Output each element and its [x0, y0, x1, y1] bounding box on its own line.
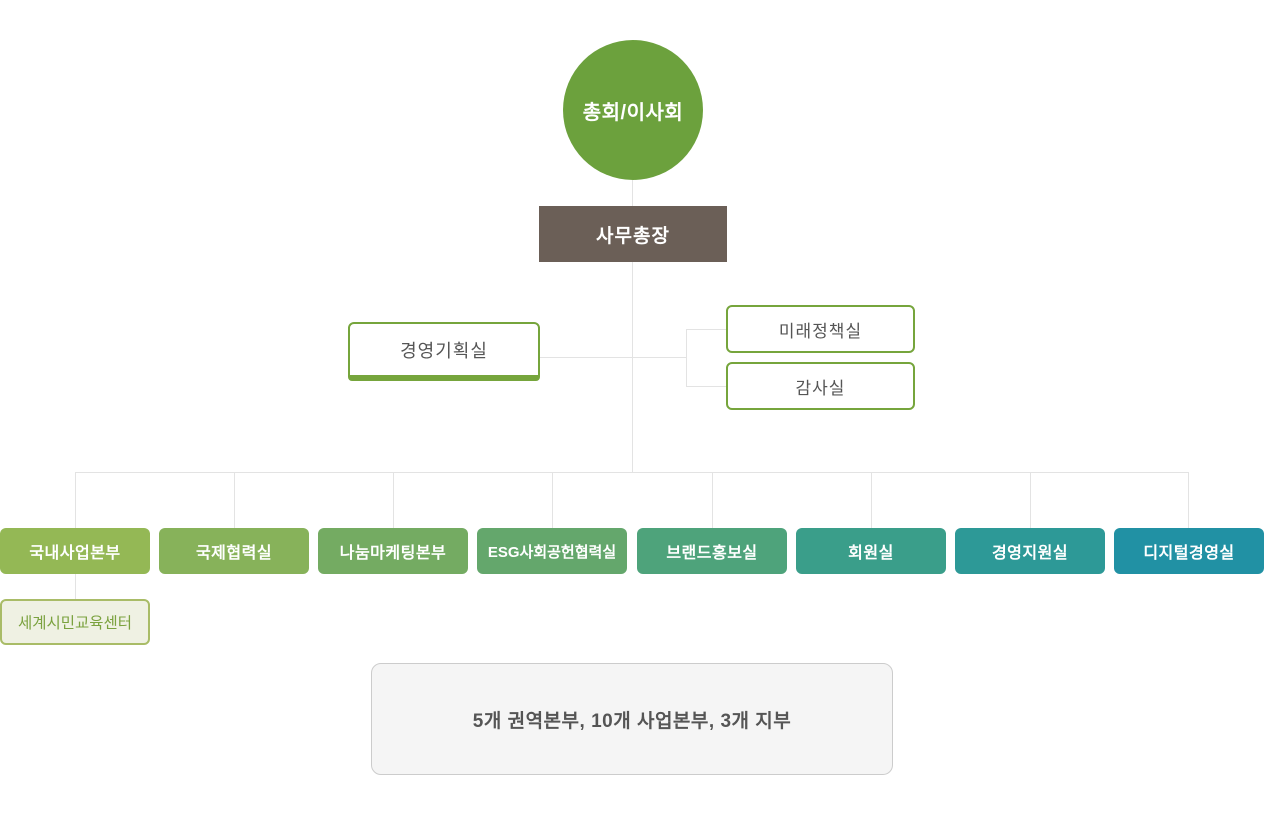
connector-education-center-drop — [75, 574, 76, 599]
dept-node-international-cooperation: 국제협력실 — [159, 528, 309, 574]
dept-label: 나눔마케팅본부 — [339, 545, 447, 562]
regional-summary-box: 5개 권역본부, 10개 사업본부, 3개 지부 — [371, 663, 893, 775]
secretary-general-label: 사무총장 — [596, 225, 670, 247]
connector-drop-5 — [712, 472, 713, 528]
dept-label: 경영지원실 — [991, 545, 1069, 562]
dept-label: 국내사업본부 — [29, 545, 121, 562]
connector-advisory-stub-top — [686, 329, 726, 330]
dept-node-esg-cooperation: ESG사회공헌협력실 — [477, 528, 627, 574]
connector-drop-1 — [75, 472, 76, 528]
education-center-node: 세계시민교육센터 — [0, 599, 150, 645]
dept-label: ESG사회공헌협력실 — [487, 543, 617, 561]
dept-node-management-support: 경영지원실 — [955, 528, 1105, 574]
dept-label: 국제협력실 — [195, 545, 273, 562]
audit-office-node: 감사실 — [726, 362, 915, 410]
dept-label: 디지털경영실 — [1143, 545, 1235, 562]
connector-drop-6 — [871, 472, 872, 528]
connector-drop-4 — [552, 472, 553, 528]
secretary-general-node: 사무총장 — [539, 206, 727, 262]
connector-drop-8 — [1188, 472, 1189, 528]
connector-planning-branch — [540, 357, 686, 358]
connector-secretary-trunk — [632, 262, 633, 472]
dept-node-digital-management: 디지털경영실 — [1114, 528, 1264, 574]
dept-label: 브랜드홍보실 — [666, 545, 758, 562]
dept-node-brand-pr: 브랜드홍보실 — [637, 528, 787, 574]
connector-advisory-bracket — [686, 329, 687, 387]
dept-node-membership: 회원실 — [796, 528, 946, 574]
dept-label: 회원실 — [848, 545, 894, 562]
dept-node-domestic-business: 국내사업본부 — [0, 528, 150, 574]
planning-office-label: 경영기획실 — [400, 340, 488, 361]
dept-node-sharing-marketing: 나눔마케팅본부 — [318, 528, 468, 574]
audit-office-label: 감사실 — [795, 378, 846, 398]
connector-advisory-stub-bottom — [686, 386, 726, 387]
connector-drop-7 — [1030, 472, 1031, 528]
connector-departments-rail — [75, 472, 1189, 473]
planning-office-node: 경영기획실 — [348, 322, 540, 381]
connector-drop-2 — [234, 472, 235, 528]
future-policy-office-node: 미래정책실 — [726, 305, 915, 353]
regional-summary-label: 5개 권역본부, 10개 사업본부, 3개 지부 — [472, 710, 792, 732]
root-node-label: 총회/이사회 — [582, 101, 684, 124]
connector-root-to-secretary — [632, 180, 633, 206]
connector-drop-3 — [393, 472, 394, 528]
education-center-label: 세계시민교육센터 — [17, 615, 133, 632]
future-policy-office-label: 미래정책실 — [778, 321, 863, 341]
root-node-general-assembly: 총회/이사회 — [563, 40, 703, 180]
